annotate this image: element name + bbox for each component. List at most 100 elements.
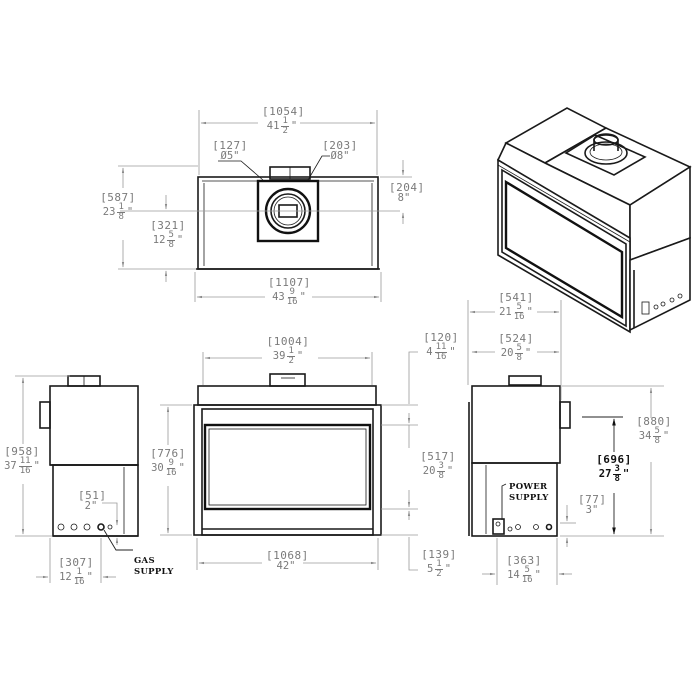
isometric-view: [496, 107, 692, 334]
dim-whole: 4: [426, 346, 433, 358]
dim-inch: 42": [276, 560, 296, 572]
dim-num: 1: [287, 346, 295, 357]
dim-mm: [1054]: [262, 105, 305, 118]
dim-num: 1: [281, 116, 289, 127]
gas-supply-callout: GAS SUPPLY: [134, 556, 174, 578]
top-view: [118, 110, 412, 302]
dim-whole: 12: [152, 234, 166, 246]
dim-front-width: [1068] 42": [266, 550, 308, 572]
left-side-view: [15, 375, 139, 583]
callout-line2: SUPPLY: [509, 493, 549, 503]
dim-unit: ": [662, 430, 670, 442]
dim-unit: ": [290, 120, 298, 132]
dim-num: 1: [117, 202, 125, 213]
dim-unit: ": [299, 291, 306, 303]
dim-whole: 5: [426, 563, 434, 575]
dim-whole: 14: [507, 569, 520, 581]
callout-line2: SUPPLY: [134, 567, 174, 577]
dim-vent-outer: [203] Ø8": [322, 140, 358, 162]
dim-mm: [587]: [100, 191, 136, 204]
dim-num: 1: [75, 567, 83, 578]
dim-whole: 20: [500, 347, 514, 359]
dim-unit: ": [449, 346, 456, 358]
dim-den: 8: [654, 436, 660, 446]
dim-inch: 2": [84, 500, 98, 512]
dim-inch: Ø8": [330, 150, 350, 162]
dim-whole: 37: [4, 460, 17, 472]
dim-inch: 3": [585, 504, 599, 516]
dim-mm: [77]: [578, 493, 607, 506]
dim-unit: ": [524, 347, 532, 359]
dim-den: 8: [614, 474, 620, 484]
dim-den: 8: [438, 471, 444, 481]
dim-den: 16: [165, 468, 177, 478]
dim-mm: [517]: [420, 450, 456, 463]
dim-whole: 43: [272, 291, 285, 303]
dim-den: 8: [168, 240, 174, 250]
dim-whole: 27: [598, 468, 612, 480]
dim-mm: [203]: [322, 139, 358, 152]
right-side-view: [467, 300, 664, 585]
dim-whole: 21: [499, 306, 512, 318]
dim-num: 9: [288, 287, 296, 298]
dim-vent-inner: [127] Ø5": [212, 140, 248, 162]
dim-num: 5: [653, 426, 661, 437]
dim-mm: [776]: [150, 447, 186, 460]
dim-whole: 20: [422, 465, 436, 477]
power-supply-callout: POWER SUPPLY: [509, 482, 549, 504]
dim-whole: 39: [272, 350, 286, 362]
dim-den: 16: [513, 312, 525, 322]
dim-mm: [958]: [4, 445, 40, 458]
dim-mm: [51]: [78, 489, 107, 502]
dim-num: 5: [167, 230, 175, 241]
dim-num: 5: [515, 302, 523, 313]
dim-unit: ": [126, 206, 134, 218]
dim-unit: ": [534, 569, 541, 581]
dim-den: 16: [435, 352, 447, 362]
dim-den: 16: [19, 466, 31, 476]
dim-vent-offset: [204] 8": [389, 182, 424, 204]
dim-whole: 34: [638, 430, 652, 442]
dim-den: 2: [288, 356, 294, 366]
dim-num: 5: [515, 343, 523, 354]
dim-whole: 23: [102, 206, 116, 218]
dim-num: 3: [437, 461, 445, 472]
dim-num: 1: [435, 559, 443, 570]
dim-num: 11: [18, 456, 32, 467]
dim-den: 2: [436, 569, 442, 579]
